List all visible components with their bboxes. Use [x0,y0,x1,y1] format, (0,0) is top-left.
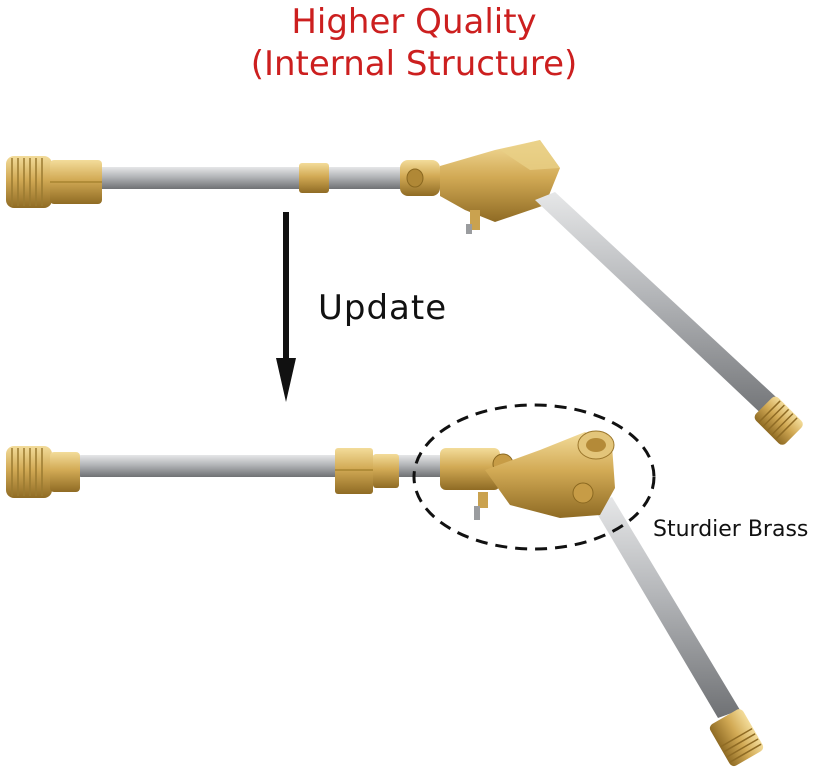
old-valve-body [400,140,560,234]
old-wand-tube [95,167,415,189]
down-arrow-icon [276,212,296,402]
old-coupler [299,163,329,193]
new-quick-connector [6,446,80,498]
update-label: Update [318,288,448,328]
old-wand [6,140,803,445]
new-angled-tube [592,497,740,718]
new-hex-coupler [335,448,399,494]
title-line-2: (Internal Structure) [250,44,578,84]
new-end-fitting [709,709,764,767]
old-quick-connector [6,156,102,208]
sturdier-brass-label: Sturdier Brass [653,517,809,542]
old-end-fitting [754,396,803,445]
highlight-ellipse [412,403,656,551]
new-valve-body [440,430,615,520]
old-angled-tube [535,192,790,422]
new-wand-tube [78,455,458,477]
title-line-1: Higher Quality [291,2,537,42]
new-wand [6,430,764,767]
